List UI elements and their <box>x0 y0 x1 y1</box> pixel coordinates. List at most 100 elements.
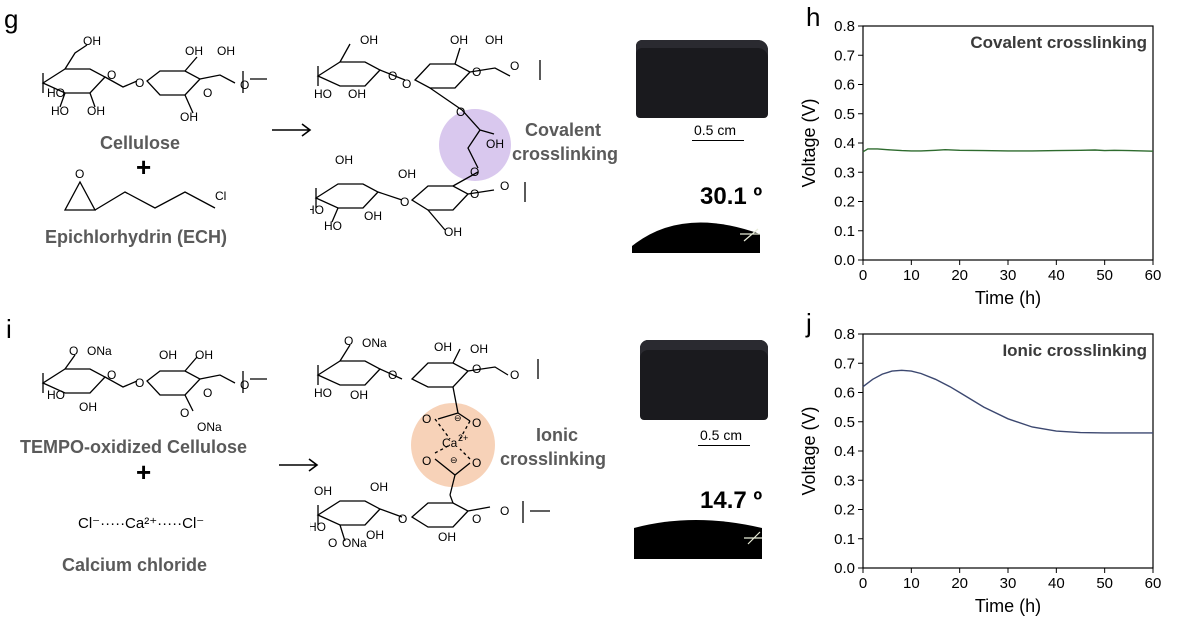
series-line <box>862 369 1153 434</box>
svg-text:ONa: ONa <box>342 536 367 550</box>
svg-text:OH: OH <box>370 480 388 494</box>
svg-text:O: O <box>75 167 84 181</box>
calcium-chloride-label: Calcium chloride <box>62 555 208 575</box>
svg-text:OH: OH <box>83 35 101 48</box>
x-tick-label: 60 <box>1145 267 1162 284</box>
svg-text:O: O <box>470 187 479 201</box>
svg-text:O: O <box>240 78 249 92</box>
droplet-image-g <box>632 212 764 257</box>
svg-text:⊖: ⊖ <box>454 413 462 423</box>
y-tick-label: 0.5 <box>834 414 855 431</box>
svg-text:O: O <box>107 368 116 382</box>
svg-text:O: O <box>472 416 481 430</box>
x-tick-label: 10 <box>903 267 920 284</box>
cellulose-label: Cellulose <box>100 133 181 153</box>
y-tick-label: 0.6 <box>834 77 855 94</box>
plot-frame <box>862 25 1154 261</box>
svg-text:OH: OH <box>398 167 416 181</box>
y-tick-label: 0.8 <box>834 326 855 343</box>
x-tick-label: 0 <box>859 267 867 284</box>
svg-text:OH: OH <box>470 342 488 356</box>
svg-text:⊖: ⊖ <box>450 455 458 465</box>
svg-text:HO: HO <box>310 203 324 217</box>
svg-text:O: O <box>344 335 353 348</box>
cellulose-structure: OH O O HO OH HO OH OH O O OH <box>41 35 267 124</box>
svg-text:OH: OH <box>348 87 366 101</box>
svg-text:O: O <box>388 368 397 382</box>
svg-text:O: O <box>472 362 481 376</box>
svg-text:O: O <box>203 386 212 400</box>
svg-text:O: O <box>472 456 481 470</box>
svg-text:ONa: ONa <box>362 336 387 350</box>
chart-title: Ionic crosslinking <box>1002 341 1147 360</box>
svg-text:O: O <box>422 454 431 468</box>
covalent-crosslinking-label-2: crosslinking <box>512 144 619 164</box>
scale-bar-label-g: 0.5 cm <box>694 122 737 138</box>
svg-text:OH: OH <box>486 137 504 151</box>
svg-text:HO: HO <box>324 219 342 233</box>
svg-text:OH: OH <box>314 484 332 498</box>
y-tick-label: 0.7 <box>834 47 855 64</box>
y-tick-label: 0.0 <box>834 560 855 577</box>
svg-text:OH: OH <box>360 33 378 47</box>
svg-text:OH: OH <box>180 110 198 124</box>
covalent-product-structure: OH O O HO OH OH OH O O O OH O OH OH O O … <box>310 33 541 239</box>
svg-text:O: O <box>470 165 479 179</box>
svg-text:OH: OH <box>438 530 456 544</box>
svg-text:ONa: ONa <box>197 420 222 434</box>
svg-text:OH: OH <box>79 400 97 414</box>
svg-text:O: O <box>107 68 116 82</box>
svg-text:HO: HO <box>51 104 69 118</box>
x-axis-label: Time (h) <box>975 288 1041 308</box>
ionic-crosslinking-label-1: Ionic <box>536 425 579 445</box>
panel-letter-j: j <box>806 308 812 338</box>
svg-text:HO: HO <box>314 386 332 400</box>
svg-text:OH: OH <box>87 104 105 118</box>
svg-text:O: O <box>240 378 249 392</box>
ech-label: Epichlorhydrin (ECH) <box>45 227 228 247</box>
svg-text:OH: OH <box>366 528 384 542</box>
y-tick-label: 0.0 <box>834 252 855 269</box>
x-tick-label: 10 <box>903 575 920 592</box>
y-tick-label: 0.5 <box>834 106 855 123</box>
svg-text:OH: OH <box>434 340 452 354</box>
plot-frame <box>862 333 1154 569</box>
svg-text:O: O <box>472 512 481 526</box>
svg-text:O: O <box>510 59 519 73</box>
svg-text:OH: OH <box>485 33 503 47</box>
y-tick-label: 0.4 <box>834 443 855 460</box>
reaction-arrow-i <box>279 458 319 472</box>
svg-text:O: O <box>422 412 431 426</box>
svg-text:O: O <box>135 376 144 390</box>
svg-text:O: O <box>388 69 397 83</box>
y-axis-label: Voltage (V) <box>799 406 819 495</box>
series-line <box>862 148 1154 153</box>
reaction-arrow-g <box>272 123 312 137</box>
x-tick-label: 20 <box>951 267 968 284</box>
svg-text:O: O <box>472 65 481 79</box>
ionic-gel-photo <box>640 340 768 420</box>
scale-bar-i <box>698 445 750 446</box>
svg-text:O: O <box>510 368 519 382</box>
y-tick-label: 0.7 <box>834 355 855 372</box>
panel-letter-h: h <box>806 2 821 32</box>
svg-text:HO: HO <box>310 520 326 534</box>
x-tick-label: 20 <box>951 575 968 592</box>
droplet-image-i <box>634 520 762 559</box>
svg-text:O: O <box>456 105 465 119</box>
svg-text:OH: OH <box>364 209 382 223</box>
svg-text:Ca: Ca <box>442 436 458 450</box>
svg-text:ONa: ONa <box>87 345 112 358</box>
covalent-crosslinking-label-1: Covalent <box>525 120 602 140</box>
contact-angle-i: 14.7 º <box>700 487 763 514</box>
chart-title: Covalent crosslinking <box>970 33 1147 52</box>
x-tick-label: 30 <box>1000 267 1017 284</box>
svg-text:O: O <box>500 504 509 518</box>
svg-text:O: O <box>398 512 407 526</box>
panel-letter-g: g <box>4 4 19 34</box>
svg-text:O: O <box>135 76 144 90</box>
svg-text:OH: OH <box>450 33 468 47</box>
x-tick-label: 0 <box>859 575 867 592</box>
svg-text:OH: OH <box>217 44 235 58</box>
